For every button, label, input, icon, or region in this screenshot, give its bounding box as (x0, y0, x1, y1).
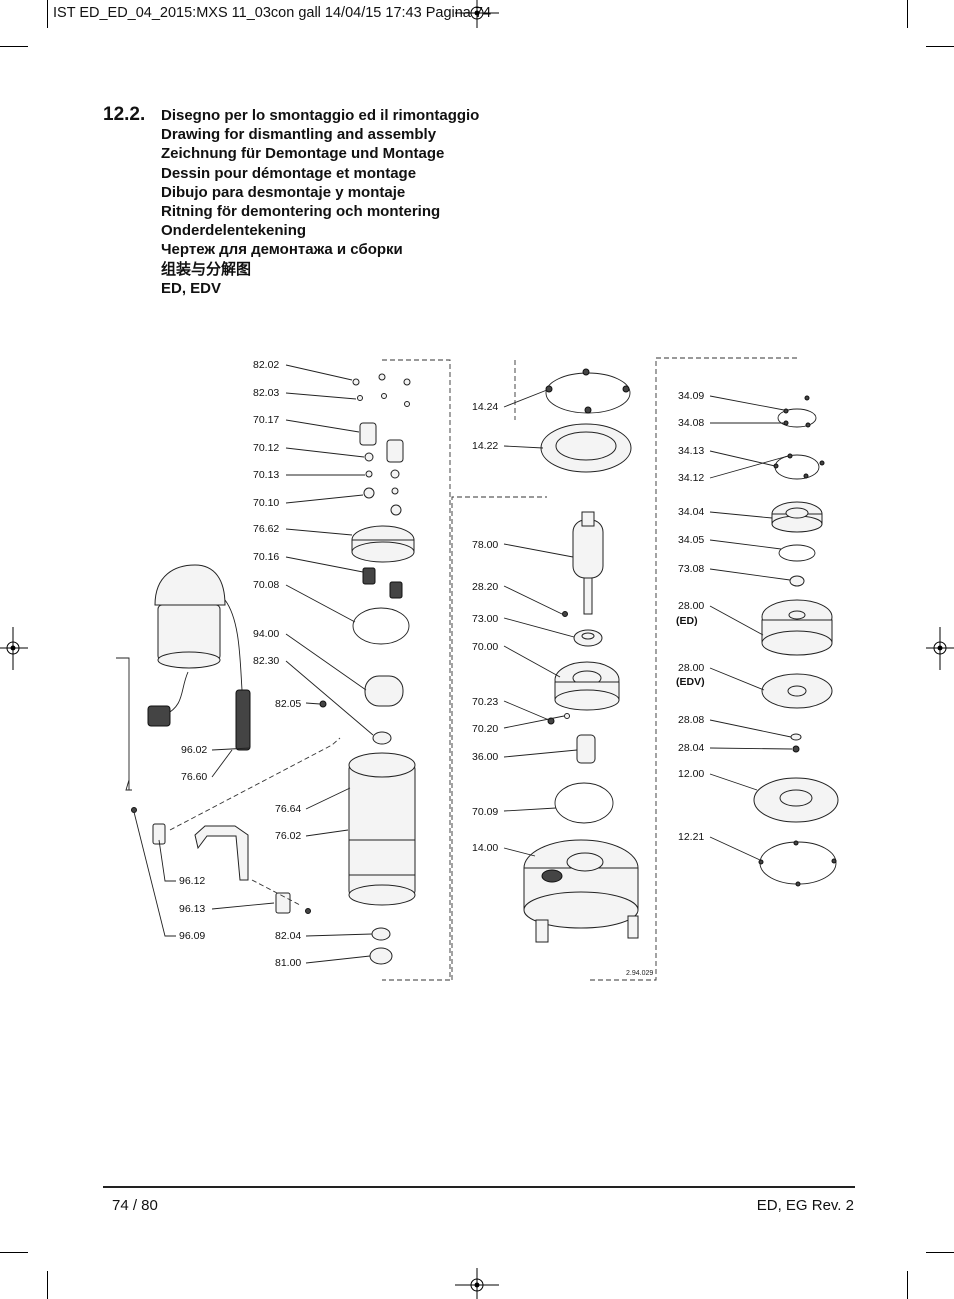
title-it: Disegno per lo smontaggio ed il rimontag… (161, 107, 480, 124)
title-nl: Onderdelentekening (161, 222, 307, 240)
part-labels-col1: 82.02 82.03 70.17 70.12 70.13 70.10 76.6… (253, 359, 301, 969)
part-label: 96.09 (179, 930, 205, 942)
part-label: 96.02 (181, 744, 207, 756)
part-label: 70.20 (472, 723, 498, 735)
part-label: 70.16 (253, 551, 279, 563)
title-ru: Чертеж для демонтажа и сборки (161, 241, 403, 259)
assembly-outline-1 (382, 359, 451, 981)
part-label: 73.00 (472, 613, 498, 625)
part-label: 78.00 (472, 539, 498, 551)
part-label: 70.17 (253, 414, 279, 426)
assembly-outline-4 (590, 357, 797, 981)
title-en: Drawing for dismantling and assembly (161, 126, 437, 144)
section-number: 12.2. (103, 104, 146, 125)
title-fr: Dessin pour démontage et montage (161, 164, 417, 182)
part-label: 34.12 (678, 472, 704, 484)
handle-parts (131, 737, 341, 914)
part-label: 82.04 (275, 930, 301, 942)
part-label: 73.08 (678, 563, 704, 575)
part-note-ed: (ED) (676, 615, 698, 627)
part-label: 12.00 (678, 768, 704, 780)
part-labels-col2: 14.24 14.22 78.00 28.20 73.00 70.00 70.2… (472, 401, 498, 854)
part-label: 28.00 (678, 600, 704, 612)
part-label: 70.13 (253, 469, 279, 481)
part-label: 34.04 (678, 506, 704, 518)
part-labels-col0: 96.02 76.60 96.12 96.13 96.09 (179, 744, 207, 942)
part-label: 70.08 (253, 579, 279, 591)
part-label: 14.24 (472, 401, 498, 413)
part-label: 34.13 (678, 445, 704, 457)
part-label: 82.03 (253, 387, 279, 399)
part-label: 70.23 (472, 696, 498, 708)
part-label: 70.00 (472, 641, 498, 653)
part-label: 76.60 (181, 771, 207, 783)
part-label: 14.22 (472, 440, 498, 452)
column1-parts (319, 373, 416, 965)
part-label: 70.12 (253, 442, 279, 454)
page-number: 74 / 80 (112, 1197, 158, 1214)
part-label: 28.08 (678, 714, 704, 726)
column3-parts (753, 395, 839, 887)
part-label: 28.20 (472, 581, 498, 593)
title-zh: 组装与分解图 (161, 260, 252, 278)
title-es: Dibujo para desmontaje y montaje (161, 183, 406, 201)
part-label: 96.13 (179, 903, 205, 915)
part-label: 14.00 (472, 842, 498, 854)
part-label: 82.02 (253, 359, 279, 371)
part-label: 81.00 (275, 957, 301, 969)
part-label: 82.05 (275, 698, 301, 710)
title-de: Zeichnung für Demontage und Montage (161, 145, 445, 163)
part-label: 76.64 (275, 803, 301, 815)
part-label: 12.21 (678, 831, 704, 843)
part-label: 82.30 (253, 655, 279, 667)
part-labels-col3: 34.09 34.08 34.13 34.12 34.04 34.05 73.0… (676, 390, 705, 843)
part-label: 28.04 (678, 742, 704, 754)
printer-slug-line: IST ED_ED_04_2015:MXS 11_03con gall 14/0… (53, 5, 492, 21)
part-label: 34.05 (678, 534, 704, 546)
part-label: 70.10 (253, 497, 279, 509)
column2-parts (523, 368, 639, 943)
footer-rule (103, 1186, 855, 1188)
part-label: 94.00 (253, 628, 279, 640)
title-sv: Ritning för demontering och montering (161, 203, 441, 221)
part-label: 34.08 (678, 417, 704, 429)
part-label: 96.12 (179, 875, 205, 887)
part-label: 76.62 (253, 523, 279, 535)
part-label: 34.09 (678, 390, 704, 402)
part-label: 76.02 (275, 830, 301, 842)
part-label: 36.00 (472, 751, 498, 763)
part-note-edv: (EDV) (676, 676, 705, 688)
part-label: 70.09 (472, 806, 498, 818)
assembled-pump-illustration (116, 564, 251, 791)
section-titles: Disegno per lo smontaggio ed il rimontag… (161, 106, 479, 298)
drawing-reference-code: 2.94.029 (626, 970, 653, 977)
part-label: 28.00 (678, 662, 704, 674)
leader-lines (133, 364, 793, 964)
document-revision: ED, EG Rev. 2 (756, 1197, 854, 1214)
assembly-outline-3 (451, 496, 547, 980)
title-models: ED, EDV (161, 279, 222, 297)
